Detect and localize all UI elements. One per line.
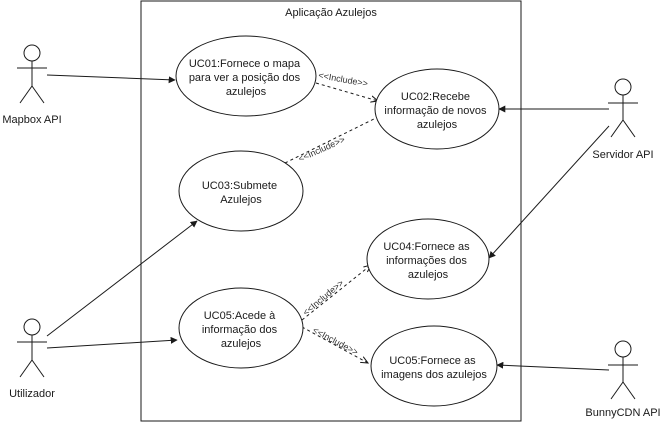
use-case-uc01[interactable]: UC01:Fornece o mapa para ver a posição d… xyxy=(175,35,317,117)
uc02-line-3: azulejos xyxy=(417,119,458,131)
actor-mapbox-figure-icon xyxy=(17,44,47,104)
uc01-line-3: azulejos xyxy=(226,86,267,98)
use-case-uc03[interactable]: UC03:Submete Azulejos xyxy=(178,150,304,232)
actor-utilizador[interactable] xyxy=(17,318,47,378)
uc05a-line-3: azulejos xyxy=(221,338,262,350)
uc01-line-2: para ver a posição dos xyxy=(189,72,301,84)
svg-text:UC04:Fornece as informaç: UC04:Fornece as informações dos azulejos xyxy=(383,241,472,281)
uc05a-line-1: UC05:Acede à xyxy=(204,310,276,322)
assoc-servidor-uc04 xyxy=(488,125,610,259)
uc03-line-1: UC03:Submete xyxy=(202,180,277,192)
actor-utilizador-label: Utilizador xyxy=(9,388,55,400)
actor-servidor[interactable] xyxy=(608,78,638,138)
uc01-line-1: UC01:Fornece o mapa xyxy=(189,58,301,70)
uc03-line-2: Azulejos xyxy=(220,194,262,206)
uc04-line-1: UC04:Fornece as xyxy=(383,241,470,253)
actor-bunny-label: BunnyCDN API xyxy=(585,407,660,419)
svg-text:UC02:Recebe informação d: UC02:Recebe informação de novos azulejos xyxy=(384,91,489,131)
actor-utilizador-figure-icon xyxy=(17,318,47,378)
use-case-uc02[interactable]: UC02:Recebe informação de novos azulejos xyxy=(374,68,500,150)
assoc-bunny-uc05b xyxy=(496,361,610,371)
actor-servidor-label: Servidor API xyxy=(592,149,653,161)
use-case-uc05b[interactable]: UC05:Fornece as imagens dos azulejos xyxy=(370,325,498,407)
svg-text:UC05:Fornece as imagens: UC05:Fornece as imagens dos azulejos xyxy=(381,355,487,381)
svg-text:UC03:Submete Azulejos: UC03:Submete Azulejos xyxy=(202,180,280,206)
assoc-utilizador-uc03 xyxy=(46,220,198,337)
include-label-uc05a-uc04: <<Include>> xyxy=(301,278,346,318)
uc02-line-2: informação de novos xyxy=(384,105,487,117)
include-label-uc01-uc02: <<Include>> xyxy=(318,70,369,89)
uc05b-line-1: UC05:Fornece as xyxy=(389,355,476,367)
include-label-uc05a-uc05b: <<Include>> xyxy=(311,325,360,357)
actor-mapbox[interactable] xyxy=(17,44,47,104)
include-uc05a-uc05b xyxy=(301,326,368,363)
uc04-line-3: azulejos xyxy=(408,269,449,281)
uc04-line-2: informações dos xyxy=(386,255,467,267)
use-case-uc05a[interactable]: UC05:Acede à informação dos azulejos xyxy=(178,287,304,369)
include-uc01-uc02 xyxy=(315,82,378,101)
actor-bunny[interactable] xyxy=(608,340,638,400)
actor-servidor-figure-icon xyxy=(608,78,638,138)
svg-text:UC05:Acede à informação: UC05:Acede à informação dos azulejos xyxy=(202,310,280,350)
actor-bunny-figure-icon xyxy=(608,340,638,400)
system-boundary xyxy=(140,0,522,422)
include-uc03-uc02 xyxy=(284,113,386,164)
assoc-utilizador-uc05a xyxy=(46,336,178,349)
include-uc05a-uc04 xyxy=(301,265,371,321)
uc02-line-1: UC02:Recebe xyxy=(401,91,470,103)
uc05a-line-2: informação dos xyxy=(202,324,278,336)
actor-mapbox-label: Mapbox API xyxy=(2,114,61,126)
uc05b-line-2: imagens dos azulejos xyxy=(381,369,487,381)
use-case-uc04[interactable]: UC04:Fornece as informações dos azulejos xyxy=(366,218,490,300)
system-title: Aplicação Azulejos xyxy=(285,7,377,19)
include-label-uc03-uc02: <<Include>> xyxy=(297,134,347,163)
svg-text:UC01:Fornece o mapa para: UC01:Fornece o mapa para ver a posição d… xyxy=(189,58,303,98)
assoc-mapbox-uc01 xyxy=(46,74,176,84)
